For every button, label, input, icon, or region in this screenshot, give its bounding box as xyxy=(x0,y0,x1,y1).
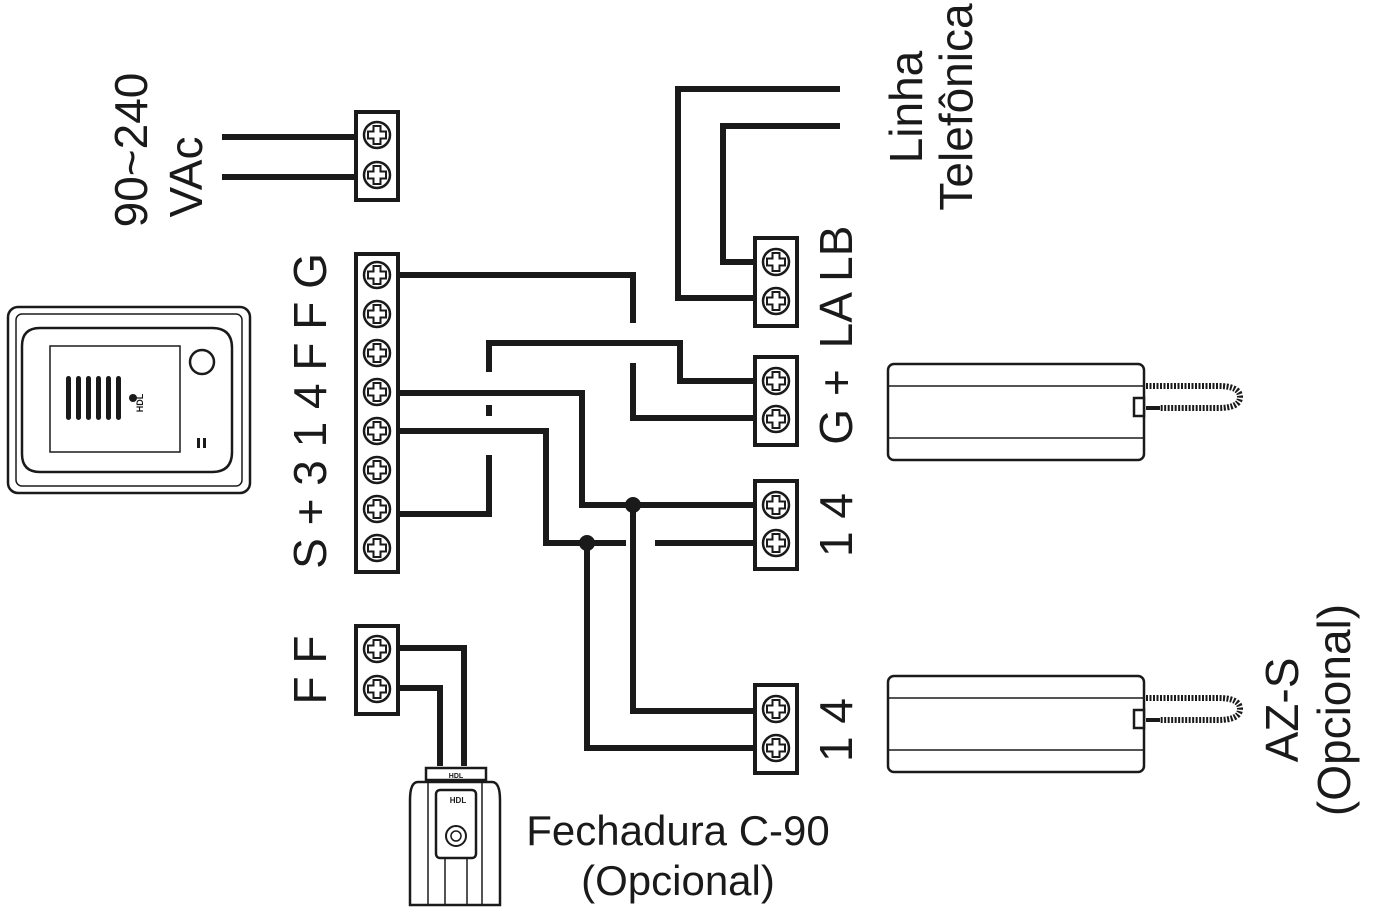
screw-terminal-icon xyxy=(362,533,392,563)
wire-4 xyxy=(398,390,755,508)
screw-terminal-icon xyxy=(362,455,392,485)
screw-terminal-icon xyxy=(362,494,392,524)
screw-terminal-icon xyxy=(761,528,791,558)
screw-terminal-icon xyxy=(362,416,392,446)
screw-terminal-icon xyxy=(362,674,392,704)
g-plus-terminals-label: G + xyxy=(810,369,862,444)
lock-wire-2 xyxy=(398,685,443,766)
phone-line-label-1: Linha xyxy=(880,50,932,163)
terminal-block-handset2 xyxy=(753,683,799,775)
g-wire-upper xyxy=(398,272,636,323)
lock-optional-label: (Opcional) xyxy=(581,857,775,904)
screw-terminal-icon xyxy=(362,299,392,329)
phone-terminals-label: LA LB xyxy=(810,226,862,349)
intercom-handset-icon xyxy=(886,674,1244,774)
terminal-block-g-plus xyxy=(753,355,799,447)
screw-terminal-icon xyxy=(362,260,392,290)
lock-terminals-label: F F xyxy=(284,636,336,705)
speaker-grille xyxy=(66,376,121,420)
screw-terminal-icon xyxy=(761,490,791,520)
intercom-handset-icon xyxy=(886,362,1244,462)
phone-line-label-2: Telefônica xyxy=(930,3,982,211)
screw-terminal-icon xyxy=(362,634,392,664)
lock-brand: HDL xyxy=(450,796,467,805)
screw-terminal-icon xyxy=(362,120,392,150)
screw-terminal-icon xyxy=(761,286,791,316)
handset2-terminals-label: 1 4 xyxy=(810,698,862,762)
panel-brand: HDL xyxy=(135,393,145,412)
plus-wire-lower xyxy=(398,455,492,517)
handset-optional-label: (Opcional) xyxy=(1308,604,1360,816)
call-button xyxy=(188,348,216,376)
power-unit-label: VAc xyxy=(160,137,212,218)
screw-terminal-icon xyxy=(761,694,791,724)
power-voltage-label: 90~240 xyxy=(105,73,157,228)
electric-lock-icon: HDL HDL xyxy=(408,766,502,907)
plus-wire-upper xyxy=(486,340,755,384)
lock-wire-1 xyxy=(398,645,467,766)
main-terminals-label: S + 3 1 4 F F G xyxy=(284,253,336,569)
terminal-block-main xyxy=(354,252,400,574)
terminal-block-power xyxy=(354,110,400,202)
terminal-block-handset1 xyxy=(753,479,799,571)
screw-terminal-icon xyxy=(761,733,791,763)
g-wire-lower xyxy=(630,363,755,421)
terminal-block-lock xyxy=(354,624,400,716)
screw-terminal-icon xyxy=(362,377,392,407)
junction-dot-1 xyxy=(579,535,595,551)
screw-terminal-icon xyxy=(761,247,791,277)
handset-name-label: AZ-S xyxy=(1256,658,1308,763)
door-panel-icon: HDL xyxy=(6,305,252,495)
screw-terminal-icon xyxy=(761,366,791,396)
screw-terminal-icon xyxy=(362,160,392,190)
screw-terminal-icon xyxy=(761,404,791,434)
phone-wire-lb xyxy=(720,123,840,265)
terminal-block-phone xyxy=(753,236,799,328)
lock-brand-top: HDL xyxy=(449,773,464,780)
screw-terminal-icon xyxy=(362,338,392,368)
wire-1 xyxy=(398,428,626,546)
wires xyxy=(222,86,840,766)
lock-name-label: Fechadura C-90 xyxy=(526,807,830,854)
wire-4-handset2 xyxy=(630,505,755,714)
junction-dot-4 xyxy=(625,497,641,513)
handset1-terminals-label: 1 4 xyxy=(810,493,862,557)
wire-1-handset2 xyxy=(584,543,755,751)
phone-wire-la xyxy=(675,86,840,301)
